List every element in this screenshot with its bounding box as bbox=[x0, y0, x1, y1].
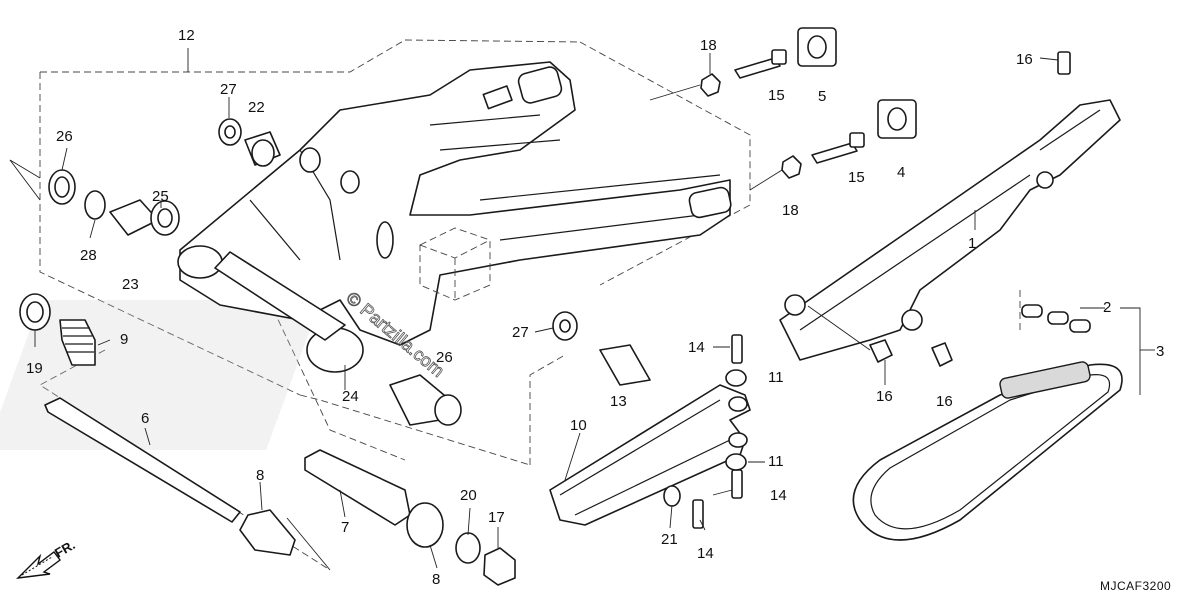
callout-8-upper: 8 bbox=[256, 467, 264, 484]
callout-14-upper: 14 bbox=[688, 339, 705, 356]
callout-5: 5 bbox=[818, 88, 826, 105]
callout-16-left: 16 bbox=[876, 388, 893, 405]
callout-10: 10 bbox=[570, 417, 587, 434]
callout-25: 25 bbox=[152, 188, 169, 205]
drawing-code: MJCAF3200 bbox=[1100, 579, 1171, 593]
callout-18-lower: 18 bbox=[782, 202, 799, 219]
callout-16-right: 16 bbox=[936, 393, 953, 410]
callout-16-top: 16 bbox=[1016, 51, 1033, 68]
lower-pivot-parts bbox=[389, 311, 651, 426]
upper-pivot-parts bbox=[218, 118, 281, 167]
callout-3: 3 bbox=[1156, 343, 1164, 360]
callout-8-lower: 8 bbox=[432, 571, 440, 588]
callout-20: 20 bbox=[460, 487, 477, 504]
callout-15-upper: 15 bbox=[768, 87, 785, 104]
chain-slider bbox=[549, 384, 751, 526]
callout-24: 24 bbox=[342, 388, 359, 405]
callout-7: 7 bbox=[341, 519, 349, 536]
front-arrow-icon bbox=[16, 551, 61, 579]
callout-18-upper: 18 bbox=[700, 37, 717, 54]
callout-17: 17 bbox=[488, 509, 505, 526]
callouts: 1 2 3 4 5 6 7 8 8 9 10 11 11 12 13 14 14… bbox=[26, 27, 1164, 588]
front-indicator: FR. bbox=[16, 537, 78, 579]
callout-1: 1 bbox=[968, 235, 976, 252]
callout-13: 13 bbox=[610, 393, 627, 410]
callout-19: 19 bbox=[26, 360, 43, 377]
callout-2: 2 bbox=[1103, 299, 1111, 316]
callout-26-lower: 26 bbox=[436, 349, 453, 366]
callout-14-lower: 14 bbox=[697, 545, 714, 562]
callout-6: 6 bbox=[141, 410, 149, 427]
reference-cube bbox=[419, 227, 491, 301]
callout-23: 23 bbox=[122, 276, 139, 293]
callout-27-upper: 27 bbox=[220, 81, 237, 98]
callout-12: 12 bbox=[178, 27, 195, 44]
callout-14-middle: 14 bbox=[770, 487, 787, 504]
pivot-shaft bbox=[44, 397, 516, 586]
callout-22: 22 bbox=[248, 99, 265, 116]
callout-21: 21 bbox=[661, 531, 678, 548]
callout-4: 4 bbox=[897, 164, 905, 181]
drive-chain bbox=[852, 304, 1123, 541]
left-pivot-parts bbox=[19, 169, 180, 366]
callout-26-upper: 26 bbox=[56, 128, 73, 145]
chain-guard bbox=[779, 99, 1121, 361]
callout-11-lower: 11 bbox=[768, 453, 784, 470]
leader-lines bbox=[9, 48, 1155, 571]
callout-15-lower: 15 bbox=[848, 169, 865, 186]
callout-27-lower: 27 bbox=[512, 324, 529, 341]
callout-9: 9 bbox=[120, 331, 128, 348]
adjuster-blocks bbox=[797, 27, 917, 139]
callout-11-upper: 11 bbox=[768, 369, 784, 386]
swingarm bbox=[177, 61, 732, 373]
callout-28: 28 bbox=[80, 247, 97, 264]
master-link bbox=[1021, 304, 1091, 333]
